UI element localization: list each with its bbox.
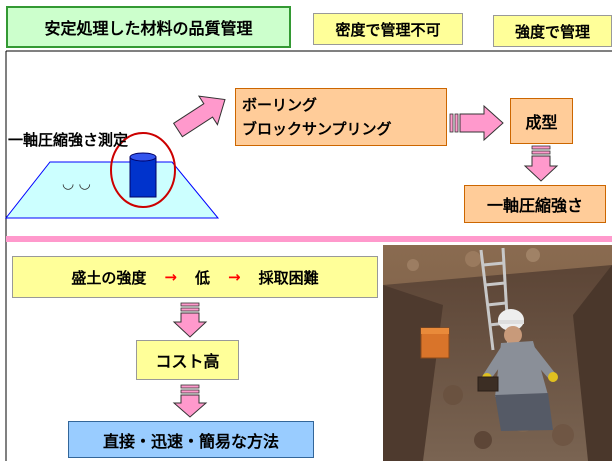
step1-arrow-2: → xyxy=(228,268,241,286)
excavation-photo-image xyxy=(383,245,612,461)
molding-box: 成型 xyxy=(510,98,573,144)
excavation-photo xyxy=(383,245,612,461)
embankment-strength-box: 盛土の強度 → 低 → 採取困難 xyxy=(12,256,378,298)
highlight-oval xyxy=(110,132,176,208)
arrow-to-method xyxy=(172,384,208,418)
arrow-to-result xyxy=(523,145,559,182)
page-title: 安定処理した材料の品質管理 xyxy=(6,6,291,48)
core-sample-icon xyxy=(129,156,157,198)
step1-suffix: 採取困難 xyxy=(258,268,319,287)
step1-arrow-1: → xyxy=(164,268,177,286)
arrow-to-molding xyxy=(449,104,504,142)
sampling-line-1: ボーリング xyxy=(242,96,318,114)
sampling-method-box: ボーリング ブロックサンプリング xyxy=(235,88,447,146)
arrow-to-sampling xyxy=(172,95,226,138)
strength-label: 強度で管理 xyxy=(493,15,612,47)
embankment-shape xyxy=(4,161,220,219)
result-box: 一軸圧縮強さ xyxy=(464,185,606,223)
method-box: 直接・迅速・簡易な方法 xyxy=(68,421,314,458)
high-cost-box: コスト高 xyxy=(136,340,239,380)
density-label: 密度で管理不可 xyxy=(313,13,463,45)
smile-face: ◡ ◡ xyxy=(62,176,91,192)
core-sample-top xyxy=(129,152,157,162)
sampling-line-2: ブロックサンプリング xyxy=(242,120,392,138)
step1-mid: 低 xyxy=(194,268,210,287)
arrow-to-cost xyxy=(172,302,208,338)
section-divider xyxy=(6,236,612,242)
uniaxial-test-label: 一軸圧縮強さ測定 xyxy=(8,131,129,149)
step1-prefix: 盛土の強度 xyxy=(71,268,147,287)
